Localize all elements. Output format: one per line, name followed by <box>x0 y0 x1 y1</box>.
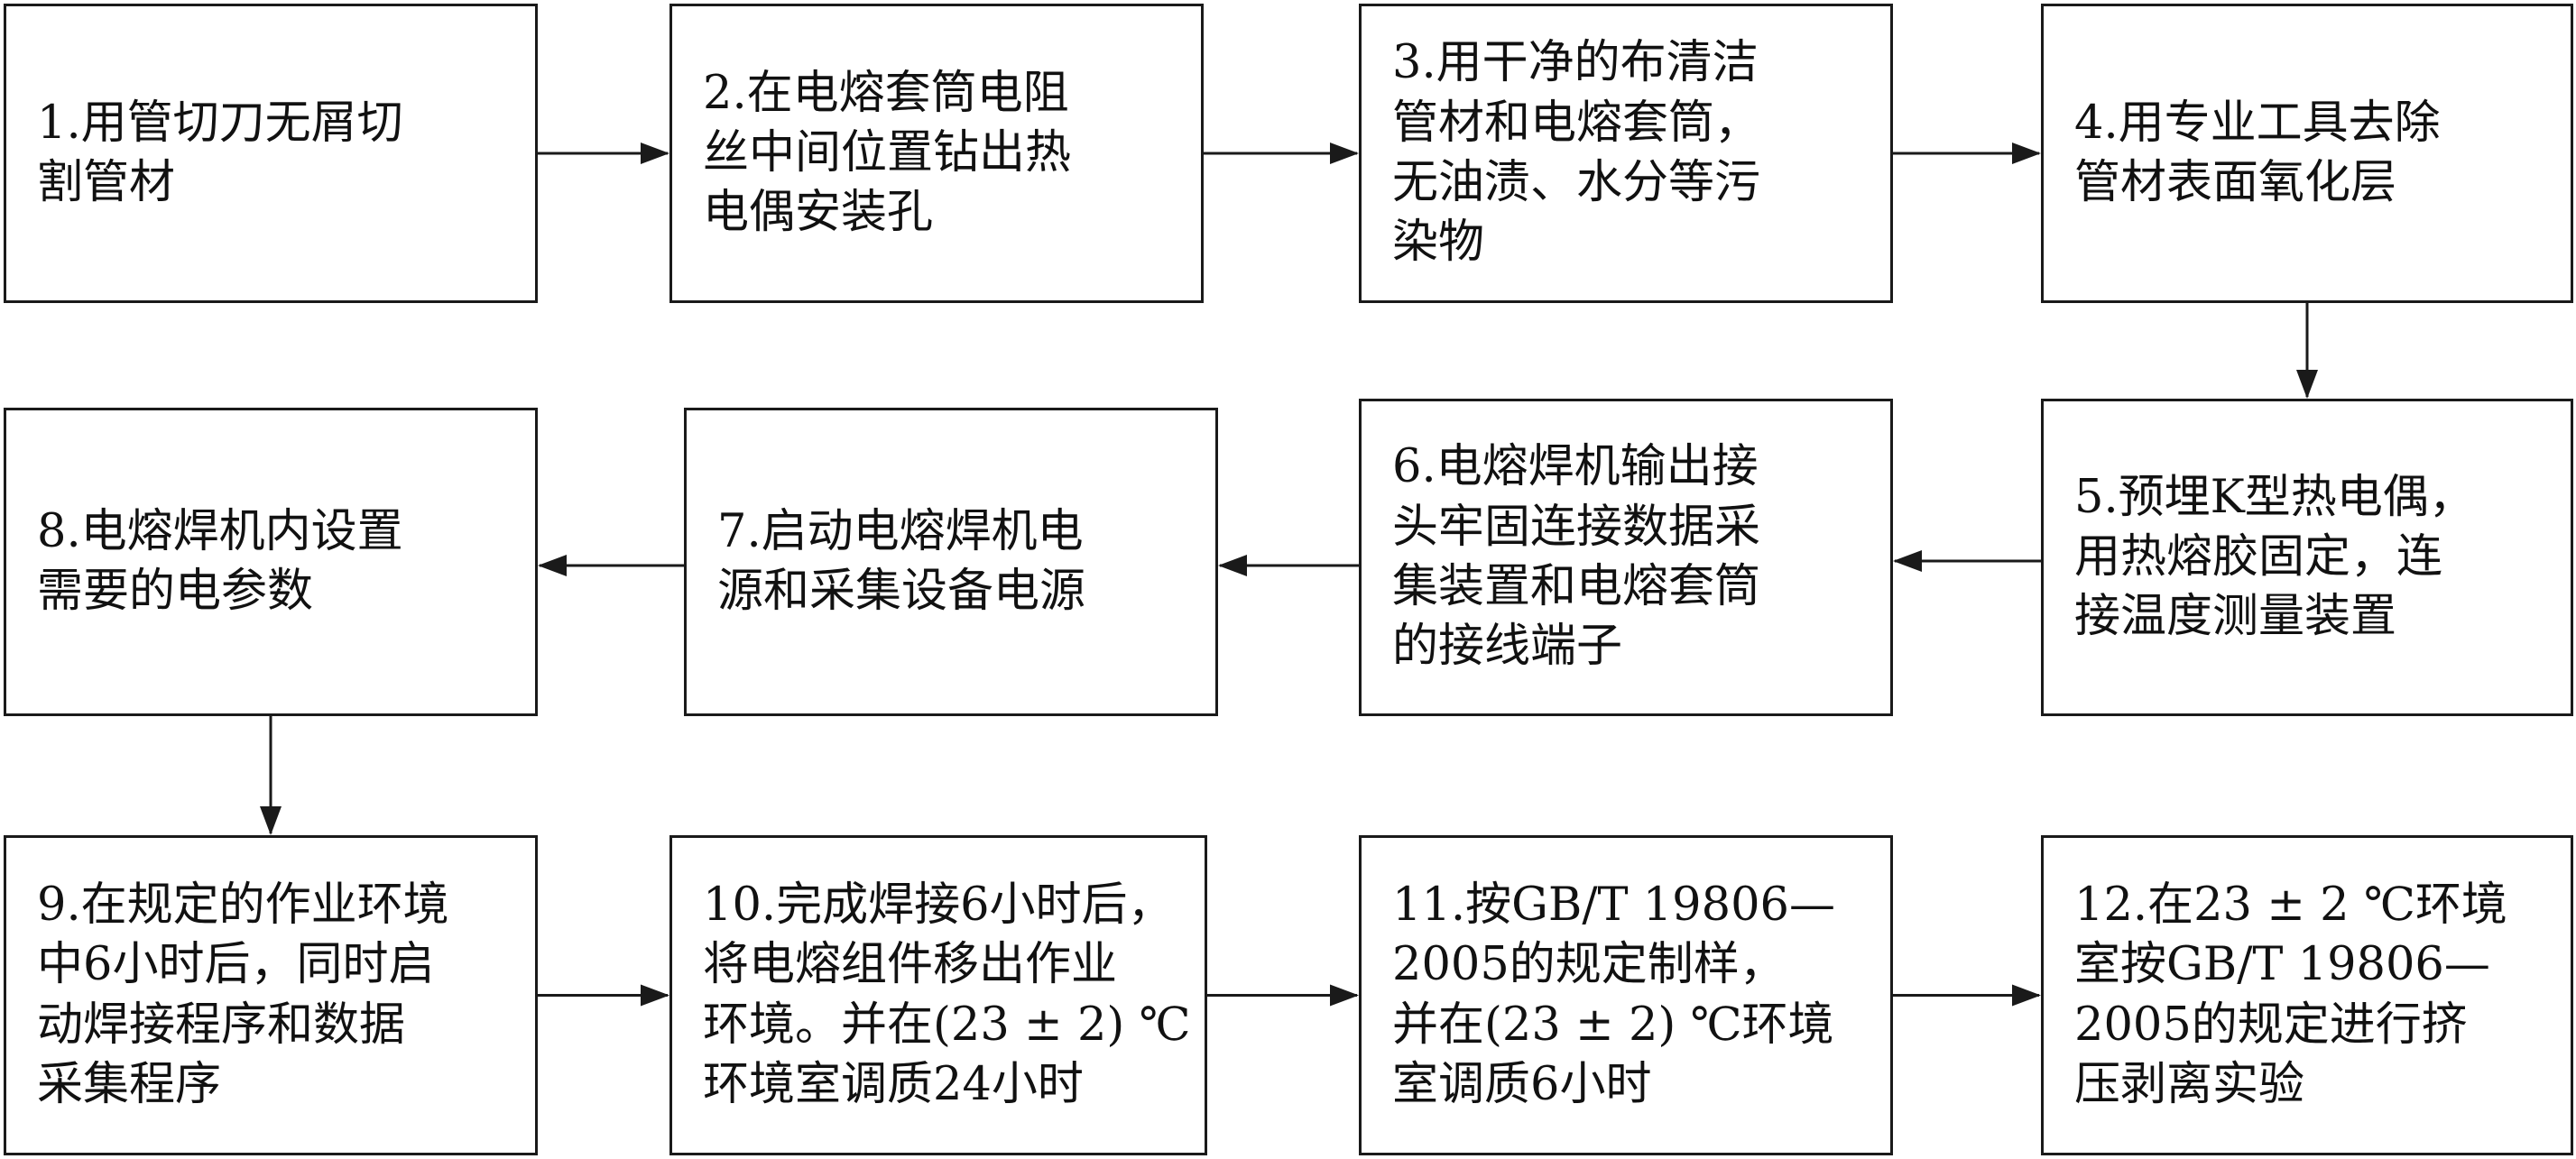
step-text-3: 3.用干净的布清洁 管材和电熔套筒， 无油渍、水分等污 染物 <box>1392 36 1761 270</box>
step-box-3: 3.用干净的布清洁 管材和电熔套筒， 无油渍、水分等污 染物 <box>1359 4 1893 303</box>
step-text-2: 2.在电熔套筒电阻 丝中间位置钻出热 电偶安装孔 <box>703 66 1072 240</box>
flow-arrow-2-head <box>1330 143 1359 164</box>
step-box-12: 12.在23 ± 2 ℃环境 室按GB/T 19806— 2005的规定进行挤 … <box>2041 835 2573 1155</box>
flow-arrow-9-head <box>641 984 669 1007</box>
flow-arrow-1-head <box>641 143 669 164</box>
step-box-8: 8.电熔焊机内设置 需要的电参数 <box>4 408 538 716</box>
step-box-7: 7.启动电熔焊机电 源和采集设备电源 <box>684 408 1218 716</box>
step-box-10: 10.完成焊接6小时后， 将电熔组件移出作业 环境。并在(23 ± 2) ℃ 环… <box>669 835 1207 1155</box>
step-box-1: 1.用管切刀无屑切 割管材 <box>4 4 538 303</box>
step-text-4: 4.用专业工具去除 管材表面氧化层 <box>2074 96 2441 209</box>
step-text-11: 11.按GB/T 19806— 2005的规定制样， 并在(23 ± 2) ℃环… <box>1392 878 1835 1111</box>
step-text-7: 7.启动电熔焊机电 源和采集设备电源 <box>717 504 1086 618</box>
step-text-9: 9.在规定的作业环境 中6小时后，同时启 动焊接程序和数据 采集程序 <box>37 878 449 1111</box>
step-box-4: 4.用专业工具去除 管材表面氧化层 <box>2041 4 2573 303</box>
step-box-11: 11.按GB/T 19806— 2005的规定制样， 并在(23 ± 2) ℃环… <box>1359 835 1893 1155</box>
flow-arrow-11-head <box>2012 984 2041 1007</box>
flow-arrow-7-head <box>538 555 567 576</box>
step-text-12: 12.在23 ± 2 ℃环境 室按GB/T 19806— 2005的规定进行挤 … <box>2074 878 2507 1111</box>
flow-arrow-3-head <box>2012 143 2041 164</box>
step-text-5: 5.预埋K型热电偶， 用热熔胶固定，连 接温度测量装置 <box>2074 470 2475 644</box>
flow-arrow-5-head <box>1893 550 1922 572</box>
flow-arrow-6-head <box>1218 555 1247 576</box>
step-text-8: 8.电熔焊机内设置 需要的电参数 <box>37 504 403 618</box>
flow-arrow-10-head <box>1330 984 1359 1007</box>
step-box-2: 2.在电熔套筒电阻 丝中间位置钻出热 电偶安装孔 <box>669 4 1204 303</box>
step-box-6: 6.电熔焊机输出接 头牢固连接数据采 集装置和电熔套筒 的接线端子 <box>1359 399 1893 716</box>
step-box-5: 5.预埋K型热电偶， 用热熔胶固定，连 接温度测量装置 <box>2041 399 2573 716</box>
flow-arrow-4-head <box>2296 370 2318 399</box>
flow-arrow-8-head <box>260 806 282 835</box>
step-text-1: 1.用管切刀无屑切 割管材 <box>37 96 403 209</box>
step-text-6: 6.电熔焊机输出接 头牢固连接数据采 集装置和电熔套筒 的接线端子 <box>1392 440 1761 674</box>
step-text-10: 10.完成焊接6小时后， 将电熔组件移出作业 环境。并在(23 ± 2) ℃ 环… <box>703 878 1191 1111</box>
step-box-9: 9.在规定的作业环境 中6小时后，同时启 动焊接程序和数据 采集程序 <box>4 835 538 1155</box>
